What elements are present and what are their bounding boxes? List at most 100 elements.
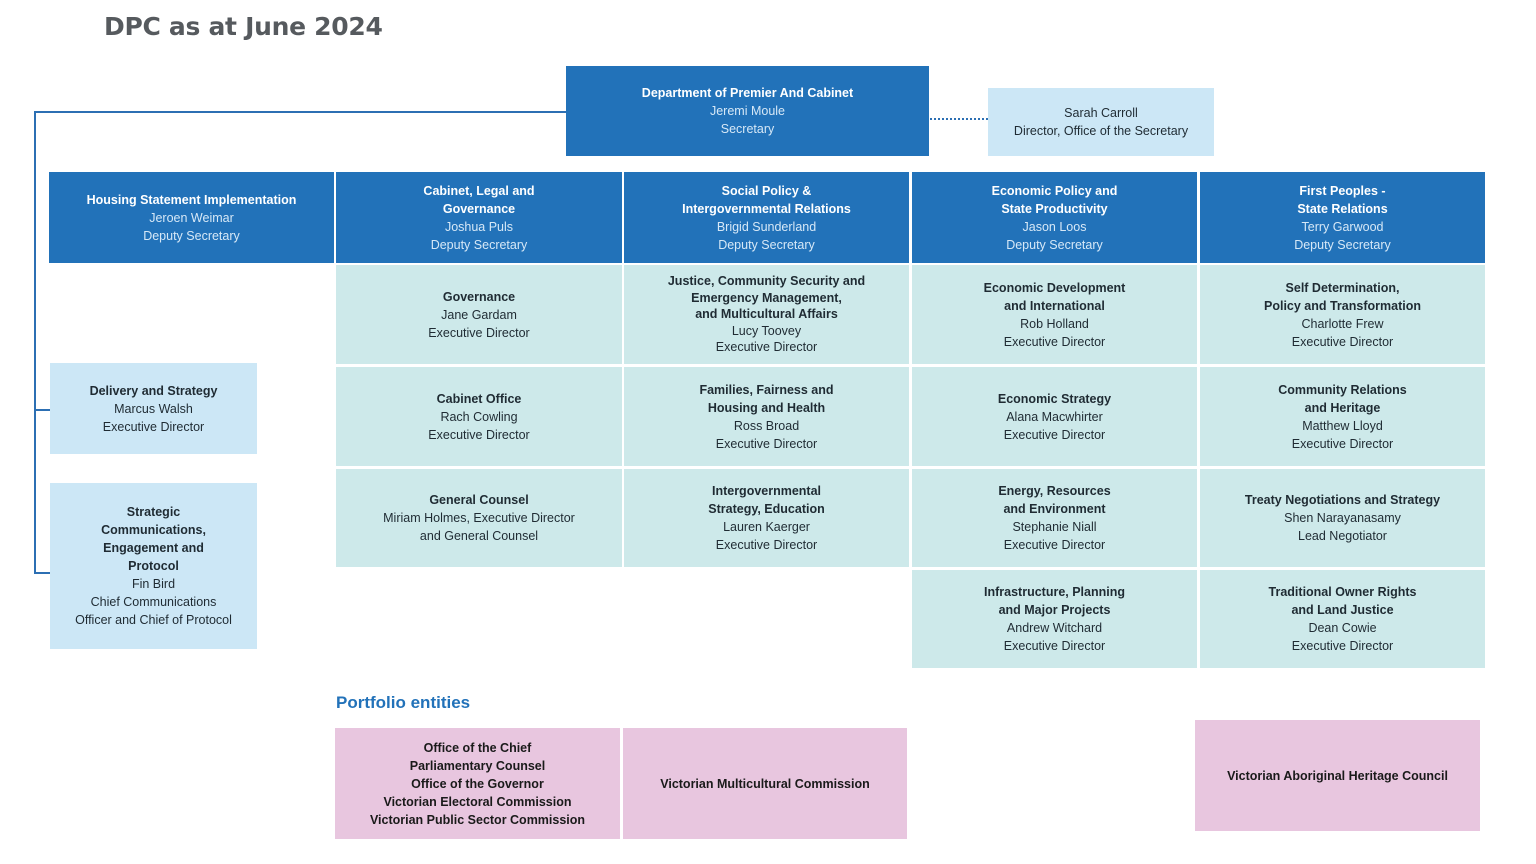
unit-name: Economic Policy and State Productivity — [991, 183, 1118, 216]
unit-person: Shen Narayanasamy — [1284, 511, 1401, 525]
unit-justice-community-security: Justice, Community Security and Emergenc… — [624, 265, 909, 364]
unit-treaty-negotiations: Treaty Negotiations and Strategy Shen Na… — [1200, 469, 1485, 567]
unit-name: Delivery and Strategy — [89, 383, 218, 398]
unit-name: Economic Strategy — [997, 391, 1112, 406]
entity-name: Victorian Multicultural Commission — [660, 776, 870, 791]
portfolio-entity-aboriginal-heritage: Victorian Aboriginal Heritage Council — [1195, 720, 1480, 831]
unit-person: Charlotte Frew — [1301, 316, 1384, 331]
unit-name: Treaty Negotiations and Strategy — [1244, 493, 1441, 507]
unit-name: Intergovernmental Strategy, Education — [708, 484, 825, 516]
unit-name: Infrastructure, Planning and Major Proje… — [984, 585, 1125, 617]
deputy-economic-policy: Economic Policy and State Productivity J… — [912, 172, 1197, 263]
unit-role: Executive Director — [428, 427, 530, 442]
unit-economic-strategy: Economic Strategy Alana Macwhirter Execu… — [912, 367, 1197, 466]
unit-name: Economic Development and International — [983, 280, 1126, 313]
unit-name: Energy, Resources and Environment — [998, 484, 1111, 516]
deputy-cabinet-legal: Cabinet, Legal and Governance Joshua Pul… — [336, 172, 622, 263]
unit-name: Governance — [442, 289, 516, 304]
unit-self-determination: Self Determination, Policy and Transform… — [1200, 265, 1485, 364]
unit-infrastructure-planning: Infrastructure, Planning and Major Proje… — [912, 570, 1197, 668]
page-title: DPC as at June 2024 — [104, 12, 383, 41]
unit-role: Executive Director — [102, 419, 205, 434]
connector-delivery — [34, 409, 50, 411]
unit-cabinet-office: Cabinet Office Rach Cowling Executive Di… — [336, 367, 622, 466]
unit-role: Deputy Secretary — [143, 228, 240, 243]
unit-person: Ross Broad — [733, 418, 800, 433]
unit-families-fairness: Families, Fairness and Housing and Healt… — [624, 367, 909, 466]
unit-person: Marcus Walsh — [114, 401, 193, 416]
unit-role: Director, Office of the Secretary — [1013, 124, 1189, 138]
unit-person: Stephanie Niall — [1012, 520, 1097, 534]
unit-person: Jeroen Weimar — [149, 210, 234, 225]
deputy-social-policy: Social Policy & Intergovernmental Relati… — [624, 172, 909, 263]
unit-role: Executive Director — [428, 325, 530, 340]
unit-strategic-communications: Strategic Communications, Engagement and… — [50, 483, 257, 649]
unit-person: Jason Loos — [1022, 219, 1087, 234]
unit-governance: Governance Jane Gardam Executive Directo… — [336, 265, 622, 364]
portfolio-heading: Portfolio entities — [336, 693, 471, 712]
unit-role: Deputy Secretary — [1006, 237, 1103, 252]
office-of-secretary-box: Sarah Carroll Director, Office of the Se… — [988, 88, 1214, 156]
unit-person: Sarah Carroll — [1064, 106, 1138, 120]
unit-role: Deputy Secretary — [1294, 237, 1391, 252]
unit-person: Lucy Toovey — [731, 323, 802, 338]
unit-energy-resources: Energy, Resources and Environment Stepha… — [912, 469, 1197, 567]
unit-name: Families, Fairness and Housing and Healt… — [699, 382, 834, 415]
unit-person: Rob Holland — [1020, 316, 1089, 331]
unit-role: Deputy Secretary — [718, 237, 815, 252]
unit-role: Chief Communications Officer and Chief o… — [75, 595, 232, 627]
unit-role: Executive Director — [1003, 334, 1106, 349]
unit-traditional-owner-rights: Traditional Owner Rights and Land Justic… — [1200, 570, 1485, 668]
unit-role: Executive Director — [1291, 436, 1394, 451]
unit-role: Executive Director — [715, 538, 818, 552]
unit-role: Executive Director — [1003, 427, 1106, 442]
unit-name: Cabinet, Legal and Governance — [423, 183, 535, 216]
unit-person: Jeremi Moule — [709, 104, 786, 118]
portfolio-entity-multicultural: Victorian Multicultural Commission — [623, 728, 907, 839]
unit-person: Alana Macwhirter — [1006, 409, 1103, 424]
unit-role: Executive Director — [1003, 538, 1106, 552]
unit-person: Andrew Witchard — [1006, 621, 1103, 635]
unit-person: Brigid Sunderland — [716, 219, 817, 234]
unit-name: Department of Premier And Cabinet — [641, 86, 854, 100]
unit-name: Cabinet Office — [436, 391, 522, 406]
deputy-housing-statement: Housing Statement Implementation Jeroen … — [49, 172, 334, 263]
unit-role: Lead Negotiator — [1298, 529, 1387, 543]
unit-name: General Counsel — [429, 493, 529, 507]
unit-person: Terry Garwood — [1301, 219, 1384, 234]
unit-role: Deputy Secretary — [430, 237, 528, 252]
unit-person: Matthew Lloyd — [1302, 418, 1383, 433]
unit-role: Executive Director — [715, 436, 818, 451]
unit-name: Strategic Communications, Engagement and… — [101, 505, 206, 573]
unit-role: Executive Director — [715, 340, 818, 355]
unit-intergovernmental-strategy: Intergovernmental Strategy, Education La… — [624, 469, 909, 567]
unit-community-relations: Community Relations and Heritage Matthew… — [1200, 367, 1485, 466]
connector-dotted-office — [930, 118, 988, 120]
unit-name: Traditional Owner Rights and Land Justic… — [1268, 585, 1417, 617]
unit-role: Secretary — [720, 122, 775, 136]
unit-role: Executive Director — [1291, 639, 1394, 653]
unit-name: Community Relations and Heritage — [1278, 382, 1407, 415]
unit-role: Executive Director — [1003, 639, 1106, 653]
unit-person: Rach Cowling — [440, 409, 518, 424]
unit-person: Joshua Puls — [444, 219, 514, 234]
unit-economic-development: Economic Development and International R… — [912, 265, 1197, 364]
secretary-box: Department of Premier And Cabinet Jeremi… — [566, 66, 929, 156]
unit-name: Self Determination, Policy and Transform… — [1264, 280, 1421, 313]
unit-name: First Peoples - State Relations — [1297, 183, 1388, 216]
unit-delivery-strategy: Delivery and Strategy Marcus Walsh Execu… — [50, 363, 257, 454]
unit-name: Social Policy & Intergovernmental Relati… — [682, 183, 851, 216]
unit-person: Miriam Holmes, Executive Director and Ge… — [383, 511, 575, 543]
unit-person: Fin Bird — [131, 577, 176, 591]
deputy-first-peoples: First Peoples - State Relations Terry Ga… — [1200, 172, 1485, 263]
entity-name: Victorian Aboriginal Heritage Council — [1227, 768, 1448, 783]
unit-name: Housing Statement Implementation — [86, 192, 297, 207]
unit-role: Executive Director — [1291, 334, 1394, 349]
unit-person: Dean Cowie — [1308, 621, 1377, 635]
entity-name: Office of the Chief Parliamentary Counse… — [369, 740, 586, 827]
connector-top — [34, 111, 567, 113]
unit-person: Jane Gardam — [441, 307, 517, 322]
portfolio-entity-parliamentary: Office of the Chief Parliamentary Counse… — [335, 728, 620, 839]
unit-person: Lauren Kaerger — [723, 520, 810, 534]
unit-name: Justice, Community Security and Emergenc… — [667, 274, 866, 322]
